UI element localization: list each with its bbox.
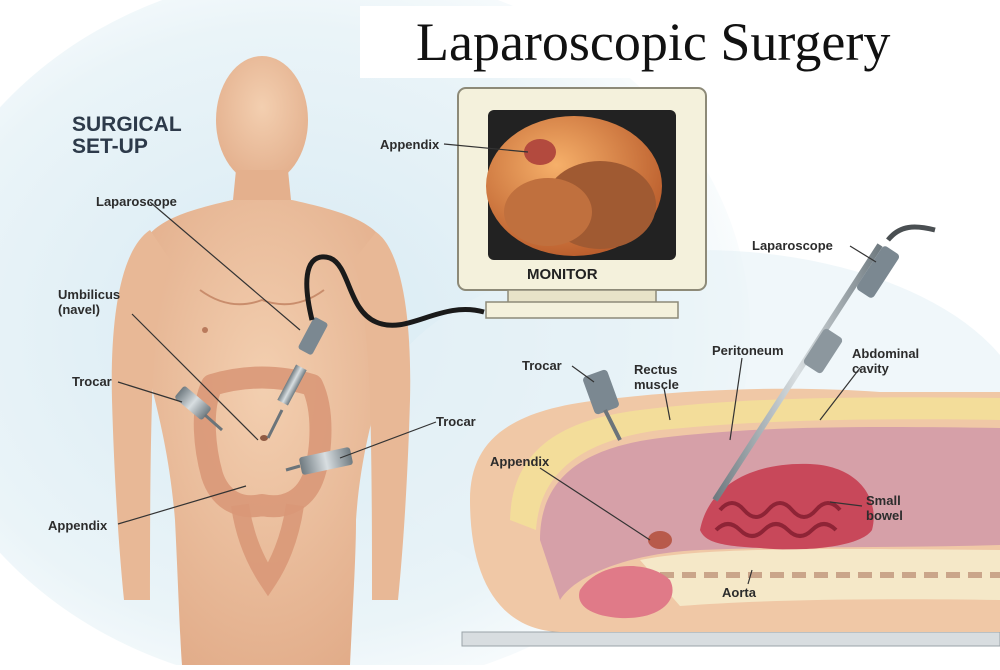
label-umbilicus-line2: (navel) (58, 302, 100, 317)
monitor-icon (457, 87, 707, 319)
label-laparoscope-left: Laparoscope (96, 194, 177, 209)
label-aorta: Aorta (722, 585, 756, 600)
cross-section (461, 388, 1000, 647)
cable-icon (304, 254, 485, 328)
label-small-bowel-line1: Small (866, 493, 901, 508)
setup-heading: SURGICAL SET-UP (72, 114, 182, 158)
label-rectus-line1: Rectus (634, 362, 678, 377)
label-rectus-muscle: Rectus muscle (634, 362, 679, 392)
label-appendix-monitor: Appendix (380, 137, 440, 152)
setup-heading-line2: SET-UP (72, 135, 148, 158)
label-appendix-right: Appendix (490, 454, 550, 469)
label-peritoneum: Peritoneum (712, 343, 784, 358)
page-title: Laparoscopic Surgery (360, 6, 1000, 78)
laparoscope-icon-right (712, 224, 936, 502)
setup-heading-line1: SURGICAL (72, 113, 182, 136)
trocar-icon (175, 386, 223, 432)
label-small-bowel: Small bowel (866, 493, 903, 523)
label-rectus-line2: muscle (634, 377, 679, 392)
label-small-bowel-line2: bowel (866, 508, 903, 523)
label-trocar-left: Trocar (72, 374, 112, 389)
label-appendix-left: Appendix (48, 518, 108, 533)
patient-figure (111, 56, 411, 665)
label-umbilicus: Umbilicus (navel) (58, 287, 120, 317)
label-umbilicus-line1: Umbilicus (58, 287, 121, 302)
leader-lines (117, 143, 877, 585)
label-trocar-center: Trocar (436, 414, 476, 429)
label-trocar-right: Trocar (522, 358, 562, 373)
label-abdominal-line1: Abdominal (852, 346, 920, 361)
monitor-label: MONITOR (527, 266, 598, 283)
laparoscope-icon (266, 317, 328, 439)
label-laparoscope-right: Laparoscope (752, 238, 833, 253)
label-abdominal-line2: cavity (852, 361, 889, 376)
label-abdominal-cavity: Abdominal cavity (852, 346, 919, 376)
trocar-icon-2 (285, 447, 353, 475)
